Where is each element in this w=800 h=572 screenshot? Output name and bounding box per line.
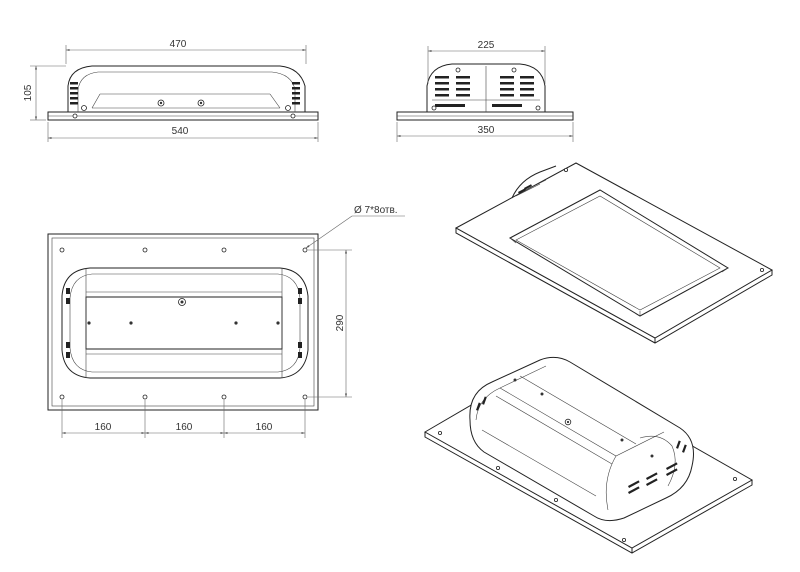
dim-470: 470 bbox=[170, 39, 187, 50]
plan-view: Ø 7*8отв. 290 160 160 160 bbox=[47, 205, 405, 438]
dim-105: 105 bbox=[23, 84, 34, 101]
hole-note: Ø 7*8отв. bbox=[354, 205, 398, 216]
plan-housing bbox=[61, 267, 309, 379]
dim-160-b: 160 bbox=[176, 422, 193, 433]
iso-view-front bbox=[454, 162, 774, 344]
dim-540: 540 bbox=[172, 126, 189, 137]
dim-160-c: 160 bbox=[256, 422, 273, 433]
dim-350: 350 bbox=[478, 125, 495, 136]
iso-view-back bbox=[423, 356, 754, 554]
iso2-housing bbox=[469, 356, 694, 522]
dim-290: 290 bbox=[335, 314, 346, 331]
dim-225: 225 bbox=[478, 40, 495, 51]
front-view: 470 540 105 bbox=[23, 39, 319, 142]
dim-160-a: 160 bbox=[95, 422, 112, 433]
front-housing bbox=[67, 65, 306, 113]
side-view: 225 350 bbox=[396, 40, 574, 142]
